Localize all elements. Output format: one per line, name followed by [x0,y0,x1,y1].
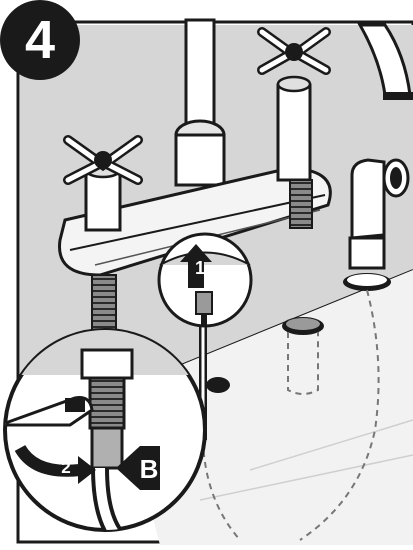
callout-number-2: 2 [58,458,74,478]
right-handle-body [278,85,310,180]
callout-number-1: 1 [193,258,207,279]
step-number-badge: 4 [0,0,80,80]
side-sprayer [352,160,384,238]
right-threaded-shank [290,180,312,228]
left-handle-body [86,170,120,230]
faucet-spout-column [186,20,214,130]
part-label-b: B [138,454,160,485]
left-threaded-shank [92,275,116,333]
